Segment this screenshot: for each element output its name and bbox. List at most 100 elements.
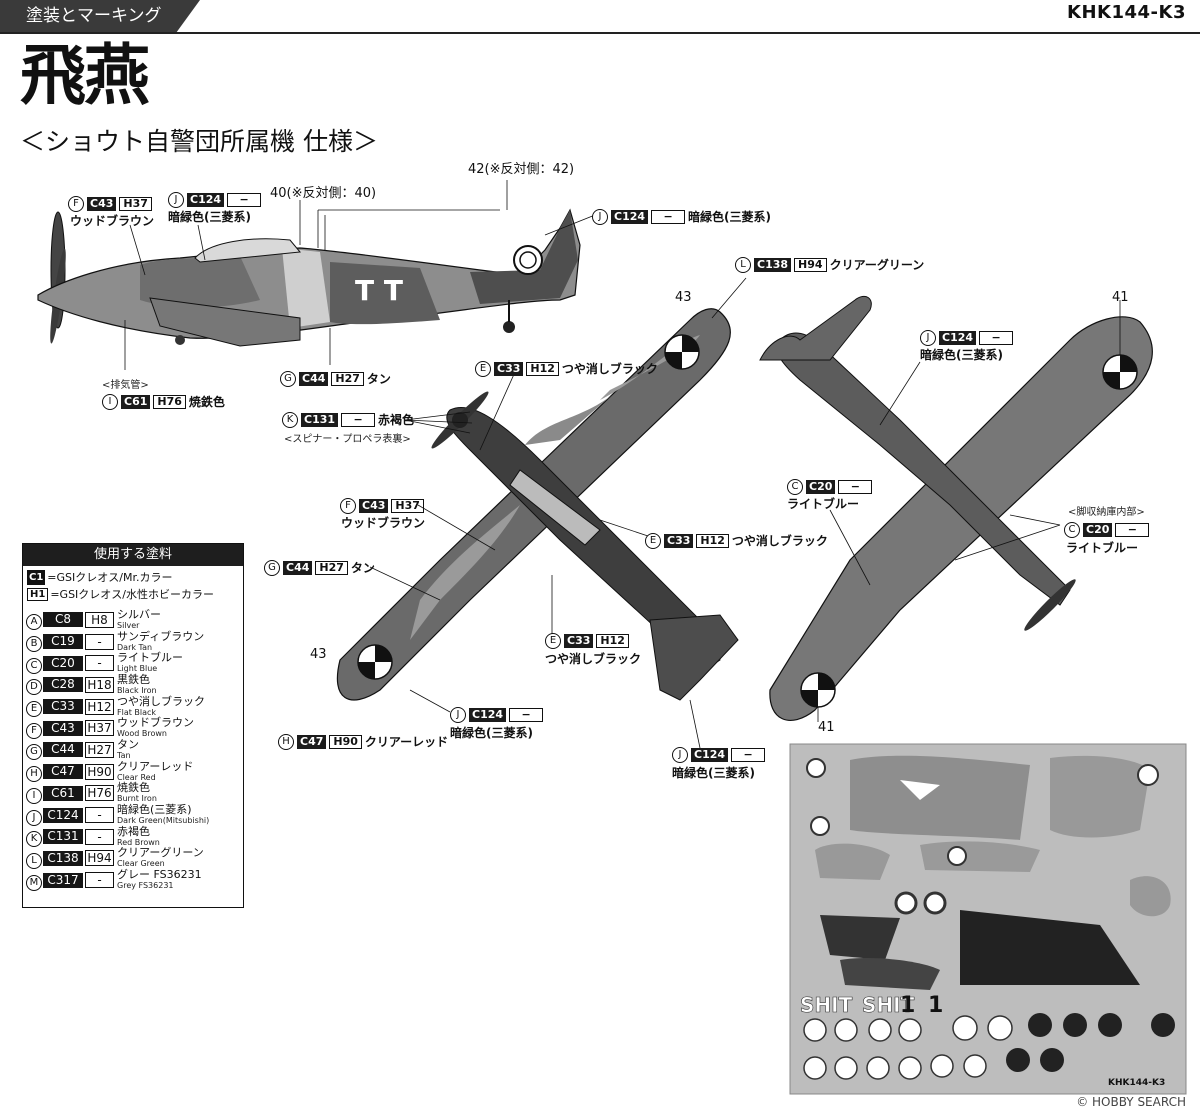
legend-hobby-color-code: H27 [85, 741, 114, 758]
callout-side-wood-brown-name: ウッドブラウン [70, 214, 155, 228]
legend-mr-color-code: C131 [43, 829, 83, 845]
svg-text:1: 1 [928, 993, 943, 1018]
legend-mr-color-code: C28 [43, 677, 83, 693]
legend-name-jp: シルバー [117, 607, 161, 621]
decal-sheet-code: KHK144-K3 [1108, 1078, 1166, 1088]
callout-side-dark-green-1: J C124 − [168, 192, 262, 208]
decal-graphics: SHIT SHIT 1 1 [789, 743, 1187, 1095]
legend-hobby-color-code: - [85, 872, 114, 889]
legend-letter: M [26, 874, 42, 891]
header-rule [0, 32, 1200, 34]
callout-top-wood-brown-name: ウッドブラウン [341, 516, 426, 530]
callout-side-dark-green-1-name: 暗緑色(三菱系) [168, 210, 251, 224]
legend-hobby-color-code: H18 [85, 676, 114, 693]
side-view-aircraft: T T [37, 208, 581, 347]
callout-top-dark-green-2: J C124 − [672, 747, 766, 763]
callout-top-clear-red: H C47 H90 クリアーレッド [278, 734, 448, 750]
callout-top-flat-black-1: E C33 H12 つや消しブラック [475, 361, 658, 377]
page-title: 飛燕 [20, 36, 150, 114]
legend-name-en: Dark Tan [117, 642, 153, 652]
legend-letter: A [26, 614, 42, 631]
legend-mr-color-code: C43 [43, 720, 83, 736]
decal-number-42: 42(※反対側：42) [468, 162, 575, 177]
legend-name-en: Clear Red [117, 772, 156, 782]
decal-number-43-a: 43 [675, 290, 692, 305]
legend-name-en: Burnt Iron [117, 794, 157, 804]
product-code: KHK144-K3 [1067, 2, 1186, 23]
legend-hobby-color-code: H76 [85, 785, 114, 802]
callout-top-flat-black-3-name: つや消しブラック [545, 652, 642, 666]
legend-key-hobby-color: H1=GSIクレオス/水性ホビーカラー [23, 587, 243, 602]
legend-letter: H [26, 766, 42, 783]
legend-letter: I [26, 787, 42, 804]
legend-hobby-color-code: H12 [85, 698, 114, 715]
bottom-view-aircraft [759, 295, 1153, 721]
callout-bottom-gear-bay-note: <脚収納庫内部> [1068, 507, 1145, 518]
svg-text:1: 1 [900, 993, 915, 1018]
legend-hobby-color-code: - [85, 655, 114, 672]
legend-mr-color-code: C44 [43, 742, 83, 758]
legend-name-jp: タン [117, 737, 139, 751]
legend-letter: F [26, 722, 42, 739]
callout-bottom-light-blue-2: C C20 − [1064, 522, 1150, 538]
legend-name-en: Light Blue [117, 664, 158, 674]
callout-side-burnt-iron: I C61 H76 焼鉄色 [102, 394, 225, 410]
legend-name-jp: クリアーグリーン [117, 846, 204, 860]
legend-mr-color-code: C124 [43, 807, 83, 823]
callout-bottom-light-blue-1: C C20 − [787, 479, 873, 495]
callout-side-dark-green-2: J C124 − 暗緑色(三菱系) [592, 209, 771, 225]
legend-mr-color-code: C8 [43, 612, 83, 628]
callout-bottom-light-blue-1-name: ライトブルー [787, 497, 860, 511]
legend-mr-color-code: C19 [43, 634, 83, 650]
legend-name-jp: グレー FS36231 [117, 868, 202, 882]
decal-number-43-b: 43 [310, 647, 327, 662]
legend-hobby-color-code: H90 [85, 763, 114, 780]
watermark: © HOBBY SEARCH [1076, 1095, 1186, 1109]
legend-letter: L [26, 852, 42, 869]
legend-letter: B [26, 636, 42, 653]
legend-name-jp: 暗緑色(三菱系) [117, 803, 192, 817]
legend-name-jp: 赤褐色 [117, 824, 150, 838]
legend-mr-color-code: C33 [43, 699, 83, 715]
callout-side-exhaust-note: <排気管> [102, 380, 149, 391]
legend-name-en: Black Iron [117, 685, 157, 695]
legend-name-jp: サンディブラウン [117, 629, 205, 643]
legend-name-jp: ライトブルー [117, 651, 183, 665]
legend-name-en: Wood Brown [117, 729, 167, 739]
callout-top-flat-black-3: E C33 H12 [545, 633, 629, 649]
svg-text:SHIT: SHIT [800, 993, 853, 1017]
svg-text:SHIT: SHIT [862, 993, 915, 1017]
callout-top-clear-green: L C138 H94 クリアーグリーン [735, 257, 924, 273]
callout-side-tan: G C44 H27 タン [280, 371, 391, 387]
callout-side-wood-brown: F C43 H37 [68, 196, 152, 212]
legend-hobby-color-code: - [85, 807, 114, 824]
callout-top-dark-green-2-name: 暗緑色(三菱系) [672, 766, 755, 780]
callout-bottom-dark-green: J C124 − [920, 330, 1014, 346]
legend-letter: E [26, 701, 42, 718]
legend-letter: D [26, 679, 42, 696]
legend-name-en: Silver [117, 620, 140, 630]
legend-hobby-color-code: - [85, 633, 114, 650]
legend-name-en: Red Brown [117, 837, 160, 847]
legend-mr-color-code: C61 [43, 785, 83, 801]
legend-mr-color-code: C20 [43, 655, 83, 671]
legend-key-mr-color: C1=GSIクレオス/Mr.カラー [27, 570, 173, 585]
legend-name-en: Clear Green [117, 859, 165, 869]
legend-letter: K [26, 831, 42, 848]
legend-hobby-color-code: - [85, 828, 114, 845]
paint-legend: 使用する塗料 C1=GSIクレオス/Mr.カラー H1=GSIクレオス/水性ホビ… [22, 543, 244, 908]
legend-name-en: Tan [117, 750, 131, 760]
legend-letter: C [26, 657, 42, 674]
